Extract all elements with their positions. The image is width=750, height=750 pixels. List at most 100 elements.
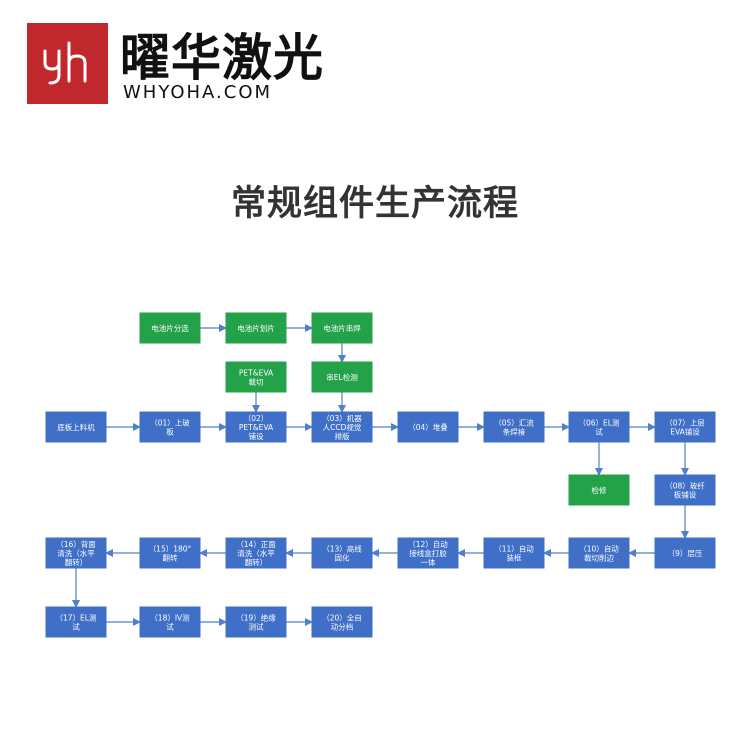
node-box bbox=[483, 411, 545, 443]
node-label-line: （20）全自 bbox=[322, 613, 362, 623]
node-label-line: （02） bbox=[244, 414, 269, 423]
node-label-line: 翻转） bbox=[245, 557, 268, 567]
node-box bbox=[311, 606, 373, 638]
node-label-line: （17）EL测 bbox=[56, 614, 97, 623]
node-label-line: 接线盒打胶 bbox=[409, 548, 447, 558]
inspection-node-g1: 电池片分选 bbox=[139, 312, 201, 344]
node-label-line: （13）高线 bbox=[322, 544, 362, 554]
node-label-line: 人CCD视觉 bbox=[323, 422, 362, 432]
node-box bbox=[225, 537, 287, 569]
step-node-s0: 底板上料机 bbox=[45, 411, 107, 443]
node-box bbox=[139, 537, 201, 569]
node-label-line: EVA铺设 bbox=[670, 427, 700, 437]
step-node-s2: （02）PET&EVA铺设 bbox=[225, 411, 287, 443]
node-label-line: （04）堆叠 bbox=[408, 422, 448, 432]
node-box bbox=[139, 606, 201, 638]
brand-url: WHYOHA.COM bbox=[123, 82, 273, 103]
inspection-node-g3: 电池片串焊 bbox=[311, 312, 373, 344]
node-box bbox=[568, 474, 630, 506]
node-label-line: 电池片分选 bbox=[151, 323, 189, 333]
node-label-line: （05）汇流 bbox=[494, 418, 534, 428]
node-box bbox=[397, 537, 459, 569]
node-box bbox=[311, 361, 373, 393]
node-label-line: 翻转） bbox=[65, 557, 88, 567]
node-label-line: （18）IV测 bbox=[150, 614, 189, 623]
brand-name: 曜华激光 bbox=[120, 29, 324, 87]
node-label-line: 清洗（水平 bbox=[57, 548, 95, 558]
node-box bbox=[45, 411, 107, 443]
node-label-line: （12）自动 bbox=[408, 539, 448, 549]
node-box bbox=[654, 537, 716, 569]
node-label-line: 排版 bbox=[335, 431, 350, 441]
node-label-line: 电池片划片 bbox=[237, 323, 275, 333]
node-label-line: （08）玻纤 bbox=[665, 481, 705, 491]
node-box bbox=[311, 537, 373, 569]
node-label-line: （07）上层 bbox=[665, 419, 705, 428]
node-label-line: 试 bbox=[72, 622, 80, 632]
node-box bbox=[654, 411, 716, 443]
node-box bbox=[654, 474, 716, 506]
node-label-line: （06）EL测 bbox=[579, 419, 620, 428]
inspection-node-g5: 串EL检测 bbox=[311, 361, 373, 393]
node-label-line: （15）180° bbox=[149, 545, 192, 554]
node-label-line: （9）层压 bbox=[668, 549, 703, 558]
node-box bbox=[45, 537, 107, 569]
node-label-line: 板 bbox=[166, 427, 174, 437]
node-label-line: PET&EVA bbox=[239, 369, 274, 378]
node-label-line: 裁切 bbox=[249, 377, 264, 387]
node-label-line: 底板上料机 bbox=[57, 422, 95, 432]
node-box bbox=[483, 537, 545, 569]
node-label-line: 一体 bbox=[421, 557, 436, 567]
step-node-s9: （9）层压 bbox=[654, 537, 716, 569]
node-label-line: 测试 bbox=[249, 622, 264, 632]
node-label-line: 电池片串焊 bbox=[323, 323, 361, 333]
node-label-line: （03）机器 bbox=[322, 413, 362, 423]
node-box bbox=[568, 537, 630, 569]
node-label-line: 试 bbox=[166, 622, 174, 632]
node-box bbox=[225, 411, 287, 443]
node-label-line: 板铺设 bbox=[674, 490, 697, 500]
node-label-line: 装框 bbox=[507, 553, 522, 563]
node-box bbox=[311, 411, 373, 443]
node-label-line: 翻转 bbox=[163, 553, 178, 563]
node-box bbox=[311, 312, 373, 344]
page-title: 常规组件生产流程 bbox=[230, 184, 519, 224]
node-box bbox=[568, 411, 630, 443]
step-node-s4: （04）堆叠 bbox=[397, 411, 459, 443]
node-box bbox=[139, 411, 201, 443]
node-box bbox=[225, 361, 287, 393]
node-label-line: 动分档 bbox=[331, 622, 354, 632]
node-label-line: 裁切削边 bbox=[584, 553, 614, 563]
node-box bbox=[139, 312, 201, 344]
node-label-line: （01）上玻 bbox=[150, 418, 190, 428]
node-box bbox=[225, 606, 287, 638]
node-box bbox=[225, 312, 287, 344]
node-box bbox=[397, 411, 459, 443]
yh-monogram-icon bbox=[43, 41, 86, 84]
node-box bbox=[45, 606, 107, 638]
node-label-line: PET&EVA bbox=[239, 423, 274, 432]
node-label-line: 铺设 bbox=[249, 431, 264, 441]
step-node-s1: （01）上玻板 bbox=[139, 411, 201, 443]
node-label-line: 条焊接 bbox=[503, 427, 526, 437]
node-label-line: 检修 bbox=[592, 485, 607, 495]
node-label-line: （10）自动 bbox=[579, 544, 619, 554]
node-label-line: （14）正面 bbox=[236, 540, 276, 549]
